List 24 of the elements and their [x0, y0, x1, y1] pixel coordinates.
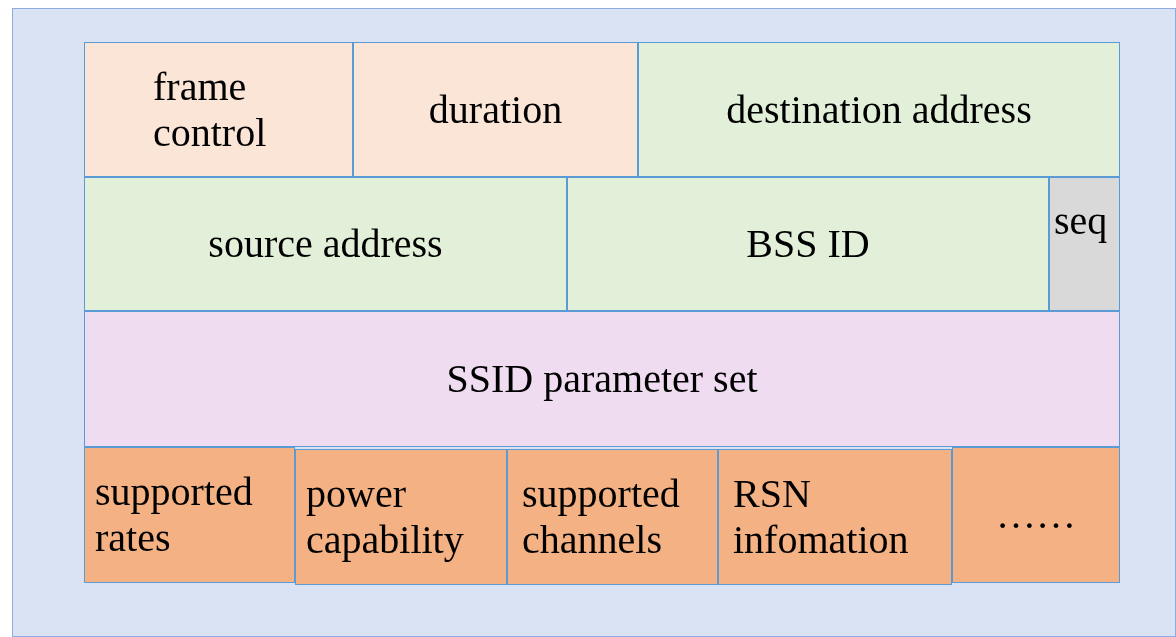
field-box	[1049, 177, 1120, 311]
field-label: SSID parameter set	[446, 356, 758, 402]
field-box	[507, 449, 718, 585]
field-label: source address	[208, 221, 443, 267]
field-label: power capability	[306, 471, 465, 563]
field-box	[84, 447, 295, 583]
field-box	[84, 177, 567, 311]
field-box	[567, 177, 1049, 311]
field-box	[638, 42, 1120, 177]
field-label: supported channels	[522, 471, 681, 563]
field-box	[84, 311, 1120, 447]
field-label: destination address	[726, 86, 1032, 133]
field-label: frame control	[153, 63, 268, 156]
field-label: RSN infomation	[733, 471, 910, 563]
field-box	[952, 447, 1120, 583]
field-box	[718, 449, 952, 585]
field-label: seq	[1054, 198, 1108, 244]
field-label: BSS ID	[746, 221, 870, 267]
field-label: ……	[996, 492, 1076, 538]
field-label: supported rates	[95, 469, 254, 561]
field-box	[84, 42, 353, 177]
field-box	[295, 449, 507, 585]
field-box	[353, 42, 638, 177]
field-label: duration	[428, 86, 563, 133]
